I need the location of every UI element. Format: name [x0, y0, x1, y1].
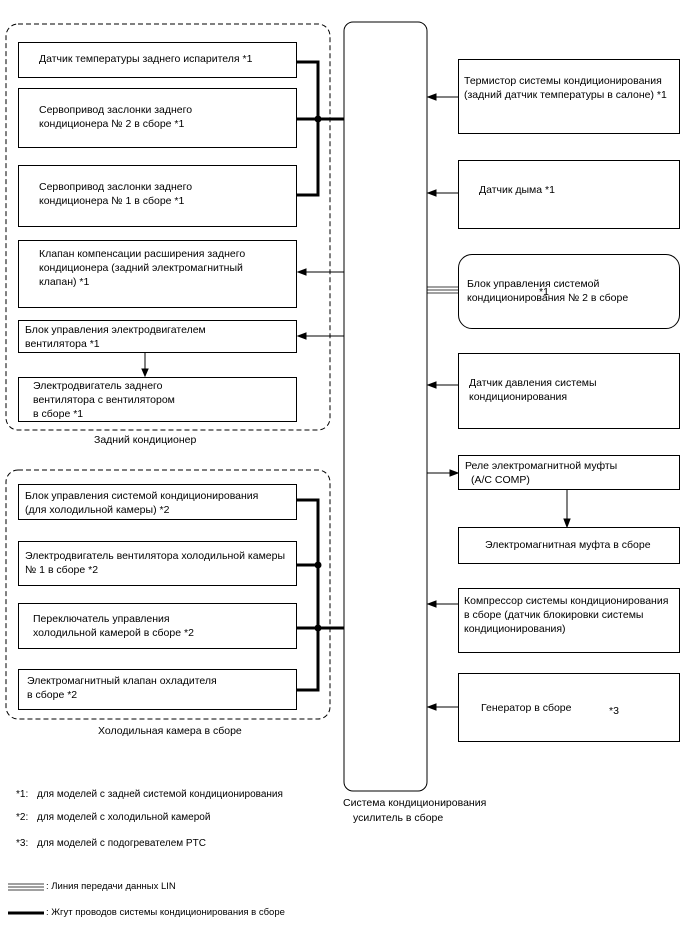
footnote-2: *2: для моделей с холодильной камерой: [16, 812, 211, 823]
rear-group-label: Задний кондиционер: [94, 434, 197, 446]
legend-harness-label: : Жгут проводов системы кондиционировани…: [46, 907, 285, 918]
cooler-ac-control-unit: Блок управления системой кондиционирован…: [18, 484, 297, 520]
rear-group-frame: [5, 23, 331, 431]
legend-lin-symbol: [8, 883, 44, 891]
rear-damper-servo-2: Сервопривод заслонки заднего кондиционер…: [18, 88, 297, 148]
amplifier-box: [343, 21, 428, 792]
cooler-fan-motor-1: Электродвигатель вентилятора холодильной…: [18, 541, 297, 586]
rear-harness: [297, 60, 344, 197]
ac-control-unit-2: Блок управления системой кондиционирован…: [458, 254, 680, 329]
cooler-junction-2: [314, 624, 322, 632]
rear-junction: [314, 115, 322, 123]
rear-evaporator-temp-sensor: Датчик температуры заднего испарителя *1: [18, 42, 297, 78]
amplifier-label-2: усилитель в сборе: [353, 812, 444, 824]
blower-motor-control: Блок управления электродвигателем вентил…: [18, 320, 297, 353]
legend-lin-label: : Линия передачи данных LIN: [46, 881, 176, 892]
smoke-sensor: Датчик дыма *1: [458, 160, 680, 229]
footnote-3: *3: для моделей с подогревателем PTC: [16, 838, 206, 849]
ac-compressor: Компрессор системы кондиционирования в с…: [458, 588, 680, 653]
control-unit-2-note: *1: [539, 286, 549, 298]
generator-note: *3: [609, 705, 619, 717]
cooler-harness: [297, 498, 344, 692]
footnote-1: *1: для моделей с задней системой кондиц…: [16, 789, 283, 800]
cooler-control-switch: Переключатель управления холодильной кам…: [18, 603, 297, 649]
lin-line: [427, 286, 458, 294]
clutch-relay: Реле электромагнитной муфты (A/C COMP): [458, 455, 680, 490]
cooler-group-frame: [5, 469, 331, 720]
magnetic-clutch: Электромагнитная муфта в сборе: [458, 527, 680, 564]
rear-blower-motor: Электродвигатель заднего вентилятора с в…: [18, 377, 297, 422]
cooler-group-label: Холодильная камера в сборе: [98, 725, 242, 737]
cooler-junction-1: [314, 561, 322, 569]
ac-thermistor: Термистор системы кондиционирования (зад…: [458, 59, 680, 134]
amplifier-label-1: Система кондиционирования: [343, 797, 487, 809]
rear-expansion-valve: Клапан компенсации расширения заднего ко…: [18, 240, 297, 308]
cooler-solenoid-valve: Электромагнитный клапан охладителя в сбо…: [18, 669, 297, 710]
rear-damper-servo-1: Сервопривод заслонки заднего кондиционер…: [18, 165, 297, 227]
generator: Генератор в сборе *3: [458, 673, 680, 742]
ac-pressure-sensor: Датчик давления системы кондиционировани…: [458, 353, 680, 429]
